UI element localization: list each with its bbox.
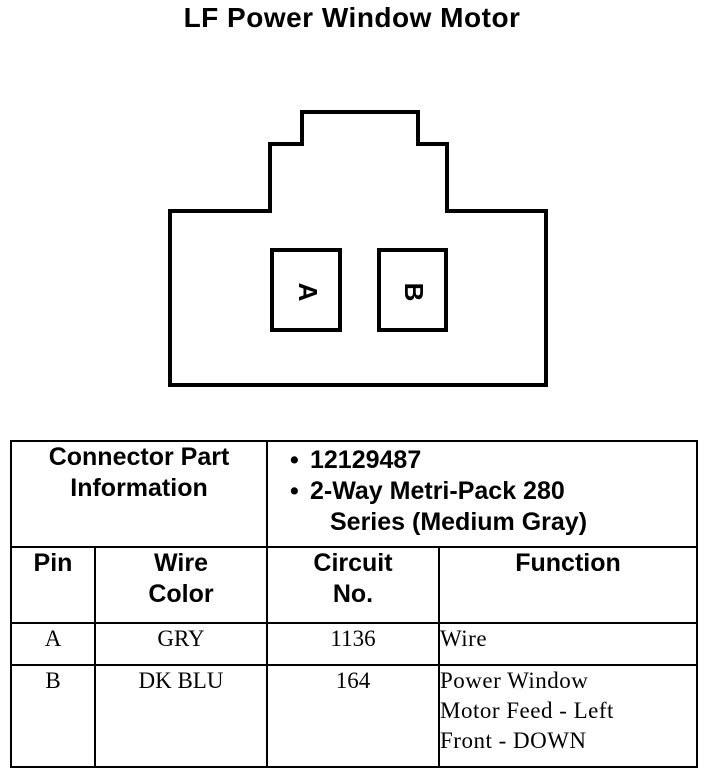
- part-series: •2-Way Metri-Pack 280: [290, 477, 565, 505]
- header-function: Function: [438, 546, 698, 624]
- pin-b-label: B: [399, 283, 429, 302]
- row-a-pin: A: [10, 622, 96, 666]
- row-b-function: Power Window Motor Feed - Left Front - D…: [438, 664, 698, 768]
- table-row: A GRY 1136 Wire: [10, 622, 698, 666]
- row-a-wire-color: GRY: [94, 622, 268, 666]
- part-info-row: Connector Part Information •12129487 •2-…: [10, 440, 698, 548]
- header-circuit-no: Circuit No.: [266, 546, 440, 624]
- column-header-row: Pin Wire Color Circuit No. Function: [10, 546, 698, 624]
- pin-cavity-b: B: [377, 248, 448, 332]
- part-info-values: •12129487 •2-Way Metri-Pack 280 Series (…: [266, 440, 698, 548]
- row-a-function: Wire: [438, 622, 698, 666]
- row-a-circuit: 1136: [266, 622, 440, 666]
- pin-cavity-a: A: [270, 248, 342, 332]
- connector-info-table: Connector Part Information •12129487 •2-…: [10, 440, 698, 768]
- pin-a-label: A: [293, 283, 323, 302]
- table-row: B DK BLU 164 Power Window Motor Feed - L…: [10, 664, 698, 768]
- part-number: •12129487: [290, 446, 422, 474]
- connector-body: [168, 110, 548, 387]
- header-pin: Pin: [10, 546, 96, 624]
- row-b-pin: B: [10, 664, 96, 768]
- row-b-circuit: 164: [266, 664, 440, 768]
- part-info-label: Connector Part Information: [10, 440, 268, 548]
- connector-outline: A B: [168, 110, 548, 387]
- row-b-wire-color: DK BLU: [94, 664, 268, 768]
- header-wire-color: Wire Color: [94, 546, 268, 624]
- diagram-title: LF Power Window Motor: [183, 2, 521, 33]
- part-series-cont: Series (Medium Gray): [330, 508, 588, 536]
